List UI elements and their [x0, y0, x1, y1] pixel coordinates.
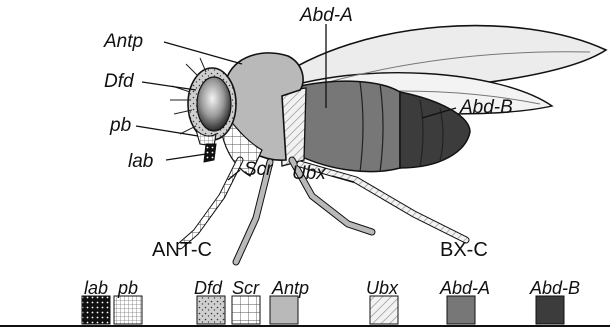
label-abd-b: Abd-B: [460, 98, 513, 117]
legend-label-abd-b: Abd-B: [530, 279, 580, 297]
legend-label-ubx: Ubx: [366, 279, 398, 297]
swatch-scr: [232, 296, 260, 324]
group-bx-c: BX-C: [440, 240, 488, 260]
swatch-pb: [114, 296, 142, 324]
label-lab: lab: [128, 152, 153, 171]
legend-swatches: [82, 296, 564, 324]
head-lab-region: [204, 144, 216, 162]
leader-pb: [136, 126, 198, 136]
legend-label-lab: lab: [84, 279, 108, 297]
legend-label-antp: Antp: [272, 279, 309, 297]
leader-lab: [166, 154, 206, 160]
label-abd-a: Abd-A: [300, 6, 353, 25]
compound-eye: [197, 77, 231, 131]
swatch-lab: [82, 296, 110, 324]
label-scr: Scr: [244, 160, 273, 179]
legend-label-scr: Scr: [232, 279, 259, 297]
swatch-dfd: [197, 296, 225, 324]
legend-label-abd-a: Abd-A: [440, 279, 490, 297]
swatch-abd-b: [536, 296, 564, 324]
swatch-antp: [270, 296, 298, 324]
group-ant-c: ANT-C: [152, 240, 212, 260]
legend-label-dfd: Dfd: [194, 279, 222, 297]
legend-label-pb: pb: [118, 279, 138, 297]
swatch-abd-a: [447, 296, 475, 324]
label-dfd: Dfd: [104, 72, 134, 91]
leader-dfd: [142, 82, 196, 90]
label-ubx: Ubx: [292, 164, 326, 183]
label-pb: pb: [110, 116, 131, 135]
swatch-ubx: [370, 296, 398, 324]
front-leg-scr: [180, 160, 240, 246]
abdomen-abd-a-segment: [300, 81, 400, 171]
label-antp: Antp: [104, 32, 143, 51]
leader-antp: [164, 42, 242, 64]
